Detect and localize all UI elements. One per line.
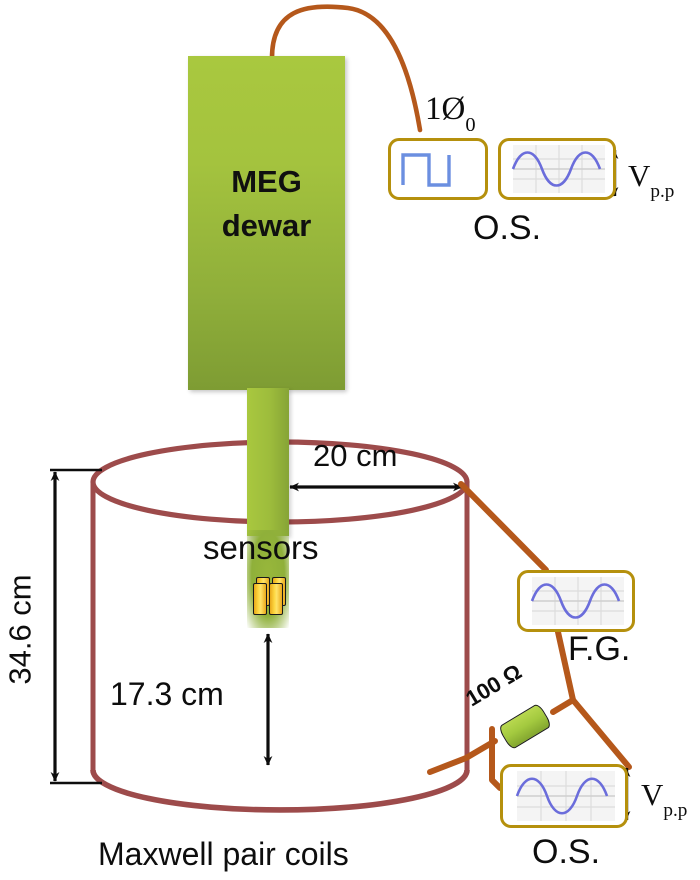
sine-wave-icon (515, 771, 615, 821)
oscilloscope-top-label: O.S. (473, 209, 542, 247)
vpp-bottom-label: Vp.p (641, 777, 687, 821)
sine-wave-icon (511, 145, 605, 193)
coil-height-label: 34.6 cm (2, 574, 38, 685)
vpp-top-label: Vp.p (628, 158, 674, 202)
dewar-cable (269, 4, 423, 133)
dimension-coil-height (50, 468, 102, 785)
phase-label-text: 1Ø (425, 91, 466, 127)
sensor-cylinder-icon (253, 577, 286, 619)
meg-dewar-label-line1: MEG (231, 164, 302, 199)
oscilloscope-top-box[interactable] (498, 138, 616, 200)
sensors-label: sensors (203, 529, 319, 566)
figure-caption: Maxwell pair coils (98, 836, 349, 872)
oscilloscope-bottom-label: O.S. (532, 833, 601, 871)
meg-dewar-label-line2: dewar (221, 208, 312, 244)
oscilloscope-bottom-box[interactable] (500, 764, 628, 828)
circuit-wiring (427, 481, 632, 791)
function-generator-label: F.G. (568, 630, 631, 668)
square-wave-icon (401, 153, 451, 187)
vpp-top-text: V (628, 158, 651, 193)
diameter-label: 20 cm (313, 438, 398, 473)
phase-label: 1Ø0 (425, 91, 476, 136)
sine-wave-icon (530, 577, 624, 625)
sensor-height-label: 17.3 cm (110, 676, 224, 712)
phase-label-subscript: 0 (465, 114, 476, 137)
meg-dewar-label: MEG dewar (188, 160, 345, 248)
meg-dewar-body (188, 56, 345, 390)
vpp-bottom-text: V (641, 777, 664, 812)
function-generator-box[interactable] (517, 570, 635, 632)
vpp-bottom-subscript: p.p (663, 800, 688, 822)
bottom-coil-ring (90, 769, 470, 813)
meg-dewar-neck (247, 388, 289, 536)
vpp-top-subscript: p.p (650, 181, 675, 203)
square-wave-box[interactable] (388, 138, 488, 200)
